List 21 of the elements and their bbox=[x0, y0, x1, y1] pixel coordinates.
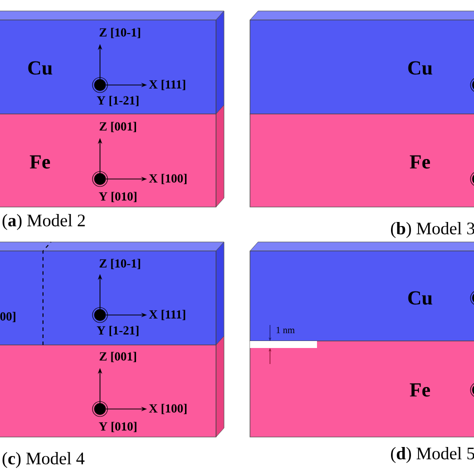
dimension-label: 1 nm bbox=[276, 326, 295, 334]
axis-label: X [100] bbox=[149, 174, 186, 184]
axis-label: 00] bbox=[0, 312, 16, 322]
axis-label: Y [010] bbox=[98, 192, 136, 202]
axis-label: Z [10-1] bbox=[100, 28, 140, 38]
axis-label: Z [001] bbox=[100, 122, 136, 132]
axis-label: X [111] bbox=[149, 80, 186, 90]
axis-label: X [100] bbox=[149, 404, 186, 414]
axis-label: Z [10-1] bbox=[100, 258, 140, 270]
layer-box: Cu bbox=[250, 20, 474, 114]
layer-box: Fe bbox=[250, 114, 474, 208]
axis-label: Z [001] bbox=[100, 352, 136, 362]
layer-box bbox=[0, 344, 216, 438]
layer-box: Fe bbox=[250, 340, 474, 438]
axis-label: Y [010] bbox=[98, 422, 136, 432]
panel-caption: (b) Model 3 bbox=[391, 222, 474, 238]
axis-label: Y [1-21] bbox=[96, 326, 138, 336]
layer-box bbox=[0, 250, 216, 346]
axis-label: X [111] bbox=[149, 310, 186, 320]
panel-caption: (a) Model 2 bbox=[2, 214, 85, 230]
axis-label: Y [1-21] bbox=[96, 96, 138, 106]
